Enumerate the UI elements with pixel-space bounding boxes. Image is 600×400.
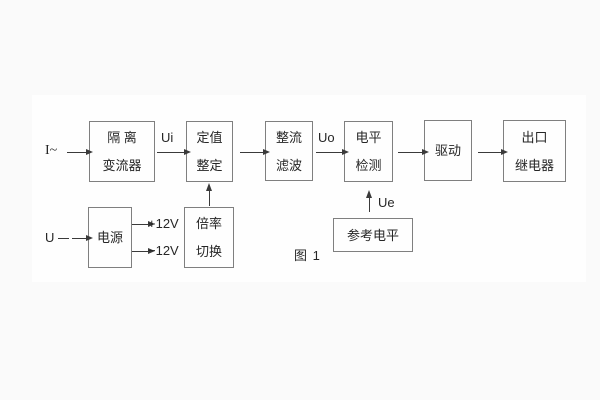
arrow-input-current: [67, 149, 93, 155]
block-power-supply: 电源: [88, 207, 132, 268]
label-ui: Ui: [161, 130, 174, 145]
block-text: 参考电平: [346, 227, 399, 243]
block-level-detection: 电平 检测: [344, 121, 393, 182]
block-text: 滤波: [275, 157, 302, 173]
arrow-ratio-to-setting: [206, 183, 212, 206]
block-text: 变流器: [102, 158, 142, 173]
line-input-voltage-dash: [58, 238, 69, 239]
arrow-setting-to-rectifier: [240, 149, 270, 155]
block-text: 电源: [96, 230, 123, 245]
arrow-minus12v: [132, 248, 155, 254]
arrow-input-voltage: [72, 235, 93, 241]
figure-caption: 图 1: [294, 248, 321, 263]
block-text: 电平: [355, 130, 382, 145]
label-plus12v: +12V: [148, 216, 179, 231]
block-isolation-converter: 隔 离 变流器: [89, 121, 155, 182]
block-reference-level: 参考电平: [333, 218, 413, 252]
block-rectifier-filter: 整流 滤波: [265, 121, 313, 181]
block-text: 定值: [196, 130, 223, 145]
arrow-level-to-drive: [398, 149, 429, 155]
arrow-isolation-to-setting: [157, 149, 191, 155]
label-input-voltage: U: [45, 230, 55, 245]
arrow-reference-to-level: [366, 190, 372, 212]
block-text: 倍率: [195, 216, 222, 231]
block-text: 继电器: [514, 157, 554, 173]
block-text: 整定: [196, 158, 223, 173]
block-drive: 驱动: [424, 120, 472, 181]
arrow-rectifier-to-level: [316, 149, 349, 155]
block-text: 切换: [195, 244, 222, 259]
label-ue: Ue: [378, 195, 395, 210]
block-output-relay: 出口 继电器: [503, 120, 566, 182]
label-uo: Uo: [318, 130, 335, 145]
label-input-current: I~: [45, 143, 58, 158]
arrow-drive-to-relay: [478, 149, 508, 155]
block-text: 隔 离: [107, 130, 137, 145]
block-text: 检测: [355, 158, 382, 173]
block-setpoint-setting: 定值 整定: [186, 121, 233, 182]
block-ratio-switch: 倍率 切换: [184, 207, 234, 268]
block-text: 整流: [275, 129, 302, 145]
arrow-plus12v: [132, 221, 155, 227]
block-text: 出口: [521, 129, 548, 145]
block-text: 驱动: [434, 143, 461, 158]
label-minus12v: −12V: [148, 243, 179, 258]
